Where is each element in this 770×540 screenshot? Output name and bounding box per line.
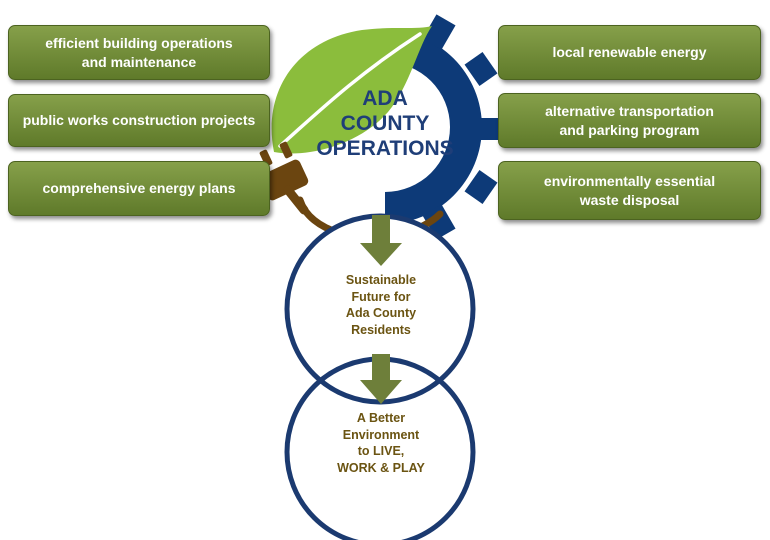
down-arrow-icon xyxy=(360,354,402,404)
gear-icon xyxy=(385,14,506,240)
left-box-building-operations: efficient building operations and mainte… xyxy=(8,25,270,80)
center-title: ADA COUNTY OPERATIONS xyxy=(316,87,454,160)
right-box-renewable-energy: local renewable energy xyxy=(498,25,761,80)
outcome-text-sustainable-future: Sustainable Future for Ada County Reside… xyxy=(345,273,417,337)
right-box-transportation: alternative transportation and parking p… xyxy=(498,93,761,148)
outcome-text-better-environment: A Better Environment to LIVE, WORK & PLA… xyxy=(337,411,425,475)
left-box-energy-plans: comprehensive energy plans xyxy=(8,161,270,216)
leaf-icon xyxy=(271,26,432,154)
right-box-waste-disposal: environmentally essential waste disposal xyxy=(498,161,761,220)
left-box-public-works: public works construction projects xyxy=(8,94,270,147)
down-arrow-icon xyxy=(360,215,402,266)
plug-icon xyxy=(259,141,309,215)
